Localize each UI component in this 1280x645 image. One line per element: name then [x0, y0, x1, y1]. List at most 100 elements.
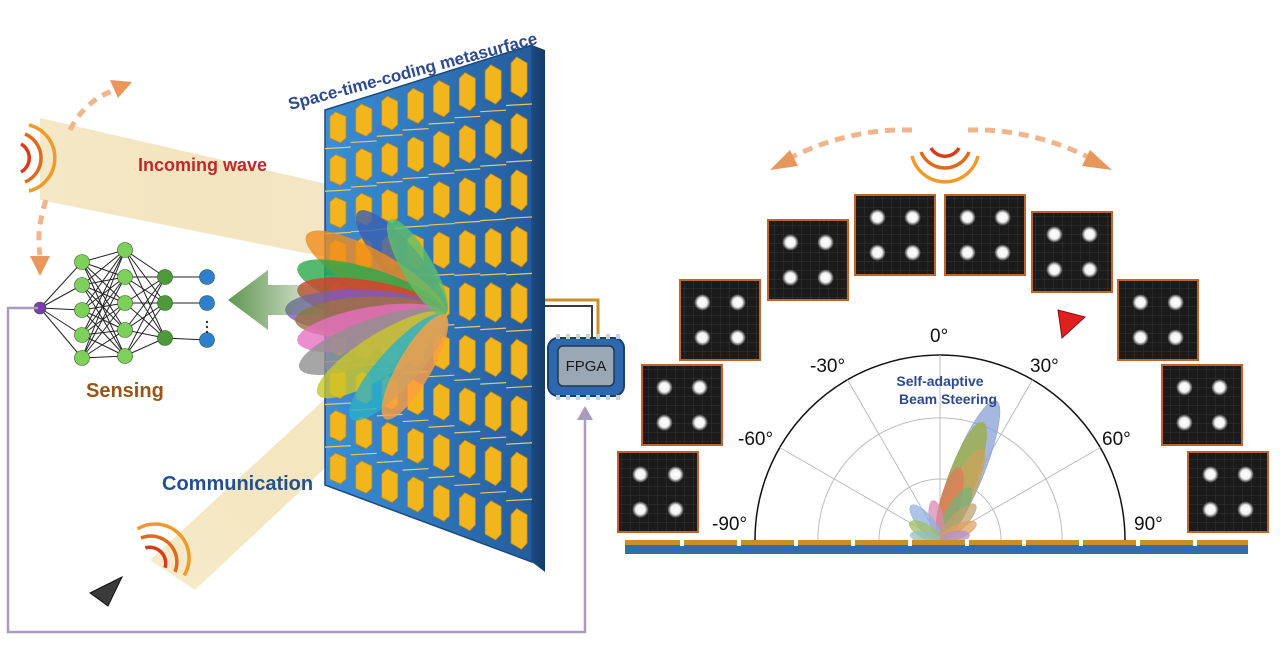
constellation-panel	[767, 219, 849, 301]
polar-beam-plot	[754, 354, 1126, 545]
unit-cell	[407, 87, 424, 124]
arrowhead-icon	[770, 150, 798, 170]
unit-cell	[458, 439, 476, 479]
bias-line	[454, 378, 481, 381]
unit-cell	[510, 56, 528, 99]
bias-line	[506, 385, 533, 389]
unit-cell	[458, 492, 476, 532]
bias-line	[480, 436, 507, 440]
bias-line	[324, 146, 351, 150]
unit-cell	[458, 334, 476, 374]
strip-tick	[1250, 539, 1254, 546]
unit-cell	[510, 225, 528, 268]
bias-line	[480, 164, 507, 167]
nn-neuron	[74, 302, 90, 318]
unit-cell	[433, 383, 450, 421]
bias-line	[376, 460, 403, 464]
nn-ellipsis	[205, 325, 209, 329]
beam-lobe	[381, 314, 449, 420]
bias-line	[506, 272, 533, 276]
chip-pin	[556, 334, 560, 339]
constellation-panel	[1031, 211, 1113, 293]
unit-cell	[458, 177, 476, 216]
unit-cell	[484, 118, 502, 160]
bias-line	[480, 109, 507, 113]
unit-cell	[381, 468, 399, 504]
nn-connection	[81, 261, 126, 304]
unit-cell	[407, 136, 424, 173]
constellation-point	[632, 466, 649, 483]
bias-line	[454, 483, 481, 487]
nn-neuron	[199, 332, 215, 348]
nn-connection	[124, 249, 166, 278]
nn-ellipsis	[205, 330, 209, 334]
unit-cell	[484, 391, 502, 432]
nn-connection	[81, 302, 126, 336]
nn-connection	[81, 249, 126, 286]
bias-line	[480, 382, 507, 385]
nn-connection	[81, 302, 126, 359]
strip-tick	[908, 539, 912, 546]
steering-arrow-right	[967, 127, 1092, 161]
unit-cell	[433, 181, 450, 219]
angle-label-90: 90°	[1134, 514, 1163, 535]
bias-line	[350, 184, 377, 188]
constellation-point	[994, 244, 1011, 261]
bias-line	[376, 180, 403, 184]
unit-cell	[458, 72, 476, 111]
unit-cell	[510, 338, 528, 381]
strip-tick	[1022, 539, 1026, 546]
strip-tick	[1193, 539, 1197, 546]
constellation-point	[1046, 261, 1063, 278]
bias-line	[324, 189, 351, 192]
bias-line	[324, 402, 351, 406]
arrowhead-icon	[577, 406, 593, 420]
constellation-point	[1202, 501, 1219, 518]
unit-cell	[329, 154, 347, 186]
unit-cell	[355, 148, 373, 182]
bias-line	[480, 273, 507, 276]
strip-tick	[680, 539, 684, 546]
constellation-point	[1081, 261, 1098, 278]
nn-connection	[124, 276, 166, 331]
unit-cell	[458, 282, 476, 322]
bias-line	[506, 442, 533, 445]
bias-line	[506, 159, 533, 163]
neural-network-icon	[33, 242, 215, 366]
angle-label-0: 0°	[930, 326, 948, 347]
strip-tick	[851, 539, 855, 546]
nn-neuron	[117, 322, 133, 338]
bias-line	[402, 468, 429, 471]
scattered-beam-lobes	[285, 210, 449, 421]
chip-pin	[616, 395, 620, 400]
constellation-point	[1132, 294, 1149, 311]
bias-line	[480, 327, 507, 331]
fpga-wire	[545, 305, 593, 340]
nn-neuron	[199, 295, 215, 311]
angle-label-neg90: -90°	[712, 514, 747, 535]
bias-line	[428, 222, 455, 226]
constellation-point	[904, 209, 921, 226]
bias-line	[454, 220, 481, 224]
nn-connection	[81, 249, 126, 359]
nn-connection	[39, 307, 83, 359]
bias-line	[480, 218, 507, 222]
unit-cell	[484, 64, 502, 105]
metasurface-strip	[625, 539, 1254, 554]
arrowhead-icon	[30, 256, 50, 276]
constellation-point	[656, 414, 673, 431]
constellation-point	[904, 244, 921, 261]
constellation-panel	[1187, 451, 1269, 533]
unit-cell	[407, 185, 424, 221]
nn-connection	[39, 307, 83, 336]
nn-connection	[124, 276, 166, 339]
chip-pin	[576, 395, 580, 400]
unit-cell	[510, 282, 528, 324]
constellation-point	[1132, 329, 1149, 346]
constellation-point	[994, 209, 1011, 226]
unit-cell	[433, 484, 450, 522]
constellation-point	[1176, 379, 1193, 396]
nn-neuron	[117, 348, 133, 364]
chip-pin	[586, 395, 590, 400]
